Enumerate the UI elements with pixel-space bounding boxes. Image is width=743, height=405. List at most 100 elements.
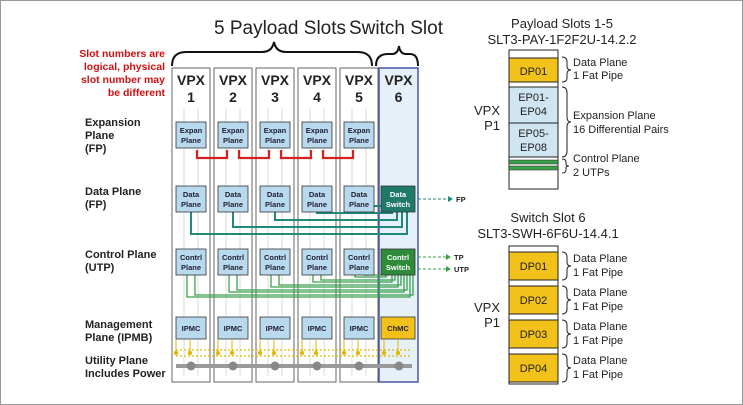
control-plane-cell xyxy=(175,248,207,276)
control-plane-cell-label: Contrl xyxy=(306,253,328,262)
switch-brace xyxy=(561,285,572,315)
payload-ep05-box xyxy=(508,122,559,158)
data-plane-cell-label: Data xyxy=(267,190,284,199)
data-plane-link xyxy=(274,212,398,221)
payload-annotation: 16 Differential Pairs xyxy=(573,124,669,136)
ipmc-cell xyxy=(301,316,333,340)
switch-brace xyxy=(375,45,419,67)
switch-annotation: Data Plane xyxy=(573,287,627,299)
slot-vpx-label: VPX xyxy=(345,72,374,88)
expansion-plane-cell xyxy=(343,121,375,149)
utp-arrow-head xyxy=(446,266,451,272)
plane-label-data: (FP) xyxy=(85,199,107,211)
data-plane-cell xyxy=(217,185,249,213)
payload-annotation: Expansion Plane xyxy=(573,110,656,122)
data-switch-cell-label: Data xyxy=(390,190,407,199)
control-plane-link xyxy=(278,275,402,286)
data-plane-cell xyxy=(259,185,291,213)
switch-dp-box xyxy=(508,251,559,281)
control-plane-cell-label: Contrl xyxy=(348,253,370,262)
data-plane-cell xyxy=(301,185,333,213)
ipmc-cell-label: IPMC xyxy=(182,324,201,333)
switch-brace xyxy=(561,353,572,383)
payload-annotation: Control Plane xyxy=(573,153,640,165)
expansion-link xyxy=(195,150,229,160)
switch-annotation: Data Plane xyxy=(573,355,627,367)
expansion-plane-cell-label: Plane xyxy=(181,136,201,145)
power-node xyxy=(228,361,238,371)
note-line: Slot numbers are xyxy=(79,48,165,60)
payload-profile-title: Payload Slots 1-5 xyxy=(511,16,613,31)
power-node xyxy=(394,361,404,371)
expansion-plane-cell xyxy=(259,121,291,149)
control-plane-cell xyxy=(301,248,333,276)
switch-brace xyxy=(561,319,572,349)
ipmc-cell xyxy=(175,316,207,340)
plane-label-control: Control Plane xyxy=(85,249,157,261)
plane-label-utility: Utility Plane xyxy=(85,355,148,367)
plane-labels: Expansion Plane (FP) Data Plane (FP) Con… xyxy=(85,117,166,380)
ipmc-cell-label: IPMC xyxy=(224,324,243,333)
switch-output-arrows: FP TP UTP xyxy=(418,195,469,274)
tp-arrow-label: TP xyxy=(454,253,464,262)
switch-dp-label: DP03 xyxy=(520,329,548,341)
switch-dp-label: DP01 xyxy=(520,261,548,273)
switch-profile: Switch Slot 6 SLT3-SWH-6F6U-14.4.1 VPX P… xyxy=(474,210,627,385)
expansion-plane-cell-label: Expan xyxy=(222,126,245,135)
slot-vpx-label: VPX xyxy=(219,72,248,88)
expansion-plane-cell xyxy=(301,121,333,149)
data-plane-cell-label: Data xyxy=(351,190,368,199)
plane-label-expansion: Expansion xyxy=(85,117,141,129)
control-plane-cell xyxy=(259,248,291,276)
switch-annotation: 1 Fat Pipe xyxy=(573,335,623,347)
switch-vpx-label: VPX xyxy=(474,300,500,315)
control-plane-cell-label: Contrl xyxy=(222,253,244,262)
chmc-cell-label: ChMC xyxy=(387,324,409,333)
expansion-plane-cell-label: Plane xyxy=(265,136,285,145)
data-plane-cell-label: Plane xyxy=(307,200,327,209)
expansion-plane-cell-label: Expan xyxy=(264,126,287,135)
plane-label-management: Management xyxy=(85,319,153,331)
payload-profile-subtitle: SLT3-PAY-1F2F2U-14.2.2 xyxy=(487,32,636,47)
switch-annotation: 1 Fat Pipe xyxy=(573,369,623,381)
payload-ep01-box xyxy=(508,86,559,124)
slot-vpx-label: VPX xyxy=(177,72,206,88)
note-line: logical, physical xyxy=(84,61,165,73)
control-plane-cell-label: Contrl xyxy=(264,253,286,262)
plane-label-control: (UTP) xyxy=(85,262,115,274)
control-switch-cell-label: Switch xyxy=(386,263,411,272)
tp-arrow-head xyxy=(446,254,451,260)
slot-number: 2 xyxy=(229,89,237,105)
control-plane-link xyxy=(236,275,408,291)
data-switch-cell-label: Switch xyxy=(386,200,411,209)
data-plane-cell xyxy=(343,185,375,213)
slot-number: 4 xyxy=(313,89,321,105)
control-plane-link xyxy=(320,275,396,281)
data-plane-cell-label: Plane xyxy=(265,200,285,209)
ipmc-cell-label: IPMC xyxy=(266,324,285,333)
payload-dp01-label: DP01 xyxy=(520,66,548,78)
slot-number: 1 xyxy=(187,89,195,105)
note-line: slot number may xyxy=(81,74,165,86)
payload-annotation: Data Plane xyxy=(573,57,627,69)
data-plane-cell-label: Plane xyxy=(223,200,243,209)
expansion-plane-cell-label: Plane xyxy=(223,136,243,145)
slot-number: 3 xyxy=(271,89,279,105)
power-node xyxy=(186,361,196,371)
expansion-plane-cell-label: Expan xyxy=(306,126,329,135)
slot-note: Slot numbers are logical, physical slot … xyxy=(79,48,165,99)
control-plane-cell xyxy=(217,248,249,276)
fp-arrow-label: FP xyxy=(456,195,466,204)
plane-label-management: Plane (IPMB) xyxy=(85,332,153,344)
data-plane-cell-label: Plane xyxy=(181,200,201,209)
power-node xyxy=(312,361,322,371)
payload-utp1-bar xyxy=(508,159,559,165)
switch-annotation: Data Plane xyxy=(573,321,627,333)
plane-label-data: Data Plane xyxy=(85,186,141,198)
control-plane-cell-label: Plane xyxy=(349,263,369,272)
control-plane-link xyxy=(228,275,405,293)
payload-profile: Payload Slots 1-5 SLT3-PAY-1F2F2U-14.2.2… xyxy=(474,16,669,190)
plane-label-expansion: Plane xyxy=(85,130,114,142)
payload-brace-cp xyxy=(561,158,570,174)
control-plane-cell-label: Plane xyxy=(181,263,201,272)
